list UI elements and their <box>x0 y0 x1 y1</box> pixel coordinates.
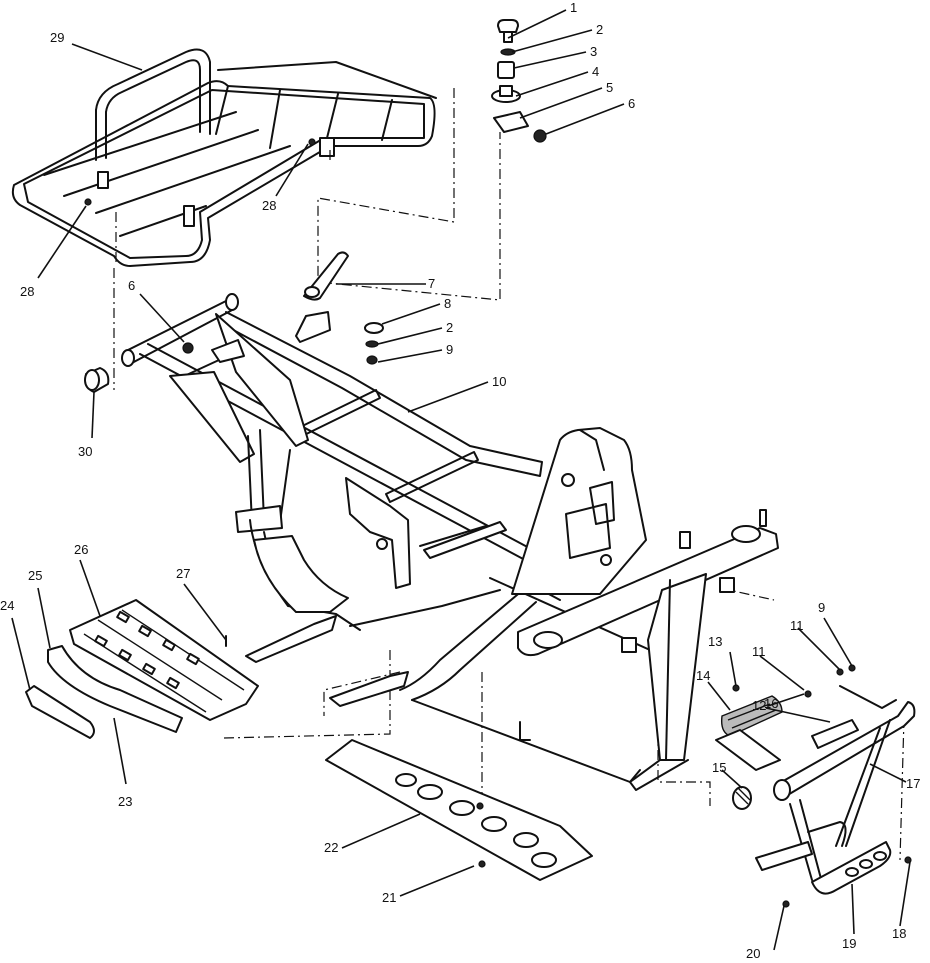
callout-6-frame: 6 <box>128 278 135 293</box>
callout-3: 3 <box>590 44 597 59</box>
callout-28-left: 28 <box>20 284 34 299</box>
callout-12: 12 <box>752 698 766 713</box>
callout-13: 13 <box>708 634 722 649</box>
callout-2-frame: 2 <box>446 320 453 335</box>
callout-4: 4 <box>592 64 599 79</box>
callout-26: 26 <box>74 542 88 557</box>
callout-24: 24 <box>0 598 14 613</box>
rear-rack <box>11 48 437 267</box>
callout-11-lower: 11 <box>752 644 766 659</box>
leader-lines <box>11 9 911 951</box>
footrest-assembly <box>25 599 259 739</box>
callout-1: 1 <box>570 0 577 15</box>
callout-7: 7 <box>428 276 435 291</box>
callout-18: 18 <box>892 926 906 941</box>
callout-28-right: 28 <box>262 198 276 213</box>
callout-17: 17 <box>906 776 920 791</box>
callout-5: 5 <box>606 80 613 95</box>
shock-mount-hardware <box>491 19 547 143</box>
callout-14: 14 <box>696 668 710 683</box>
callout-16: 16 <box>764 696 778 711</box>
callout-29: 29 <box>50 30 64 45</box>
callout-22: 22 <box>324 840 338 855</box>
front-bumper-assembly <box>715 664 916 908</box>
callout-2: 2 <box>596 22 603 37</box>
main-frame <box>121 293 779 791</box>
callout-23: 23 <box>118 794 132 809</box>
callout-6-top: 6 <box>628 96 635 111</box>
callout-9-frame: 9 <box>446 342 453 357</box>
skid-plate <box>325 739 593 881</box>
bushing <box>84 367 110 393</box>
callout-30: 30 <box>78 444 92 459</box>
callout-15: 15 <box>712 760 726 775</box>
upper-bracket-hardware <box>182 251 384 365</box>
callout-19: 19 <box>842 936 856 951</box>
callout-21: 21 <box>382 890 396 905</box>
callout-10: 10 <box>492 374 506 389</box>
callout-20: 20 <box>746 946 760 961</box>
callout-8: 8 <box>444 296 451 311</box>
callout-9-front: 9 <box>818 600 825 615</box>
callout-25: 25 <box>28 568 42 583</box>
callout-27: 27 <box>176 566 190 581</box>
callout-11-upper: 11 <box>790 618 804 633</box>
